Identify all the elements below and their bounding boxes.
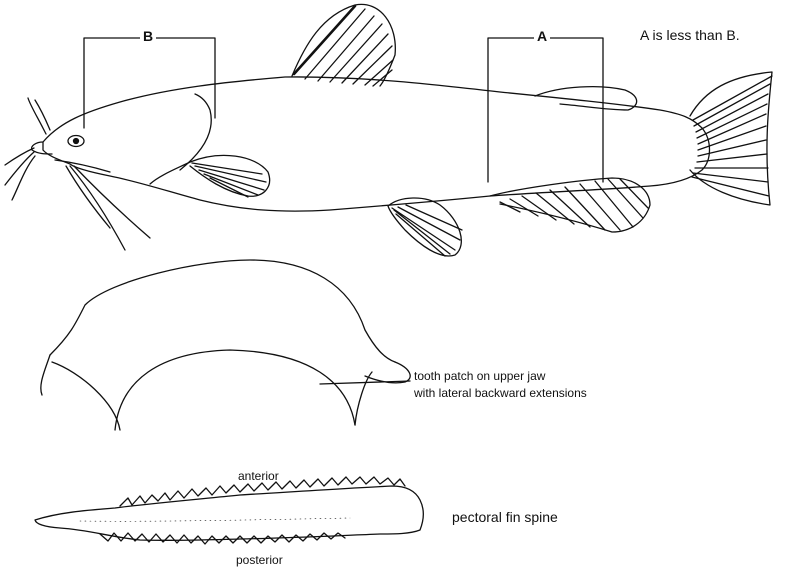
pectoral-fin-spine (35, 477, 423, 544)
eye (68, 136, 84, 147)
bracket-a-label: A (534, 28, 550, 44)
tooth-patch-label-line1: tooth patch on upper jaw (414, 369, 545, 383)
bracket-b (84, 38, 215, 128)
pelvic-fin (388, 198, 462, 256)
upper-jaw-tooth-patch (41, 260, 410, 430)
dorsal-fin (292, 4, 395, 86)
anterior-label: anterior (238, 469, 279, 483)
bracket-a (488, 38, 603, 182)
caudal-fin (690, 72, 772, 205)
comparison-note: A is less than B. (640, 27, 740, 43)
adipose-fin (535, 87, 637, 110)
barbels (5, 98, 150, 250)
tooth-patch-label-line2: with lateral backward extensions (414, 386, 587, 400)
bracket-b-label: B (140, 28, 156, 44)
anal-fin (490, 178, 650, 232)
fish-body (32, 77, 710, 211)
pectoral-fin (190, 155, 270, 197)
pectoral-fin-spine-label: pectoral fin spine (452, 509, 558, 525)
posterior-label: posterior (236, 553, 283, 567)
gill-cover (180, 94, 211, 170)
